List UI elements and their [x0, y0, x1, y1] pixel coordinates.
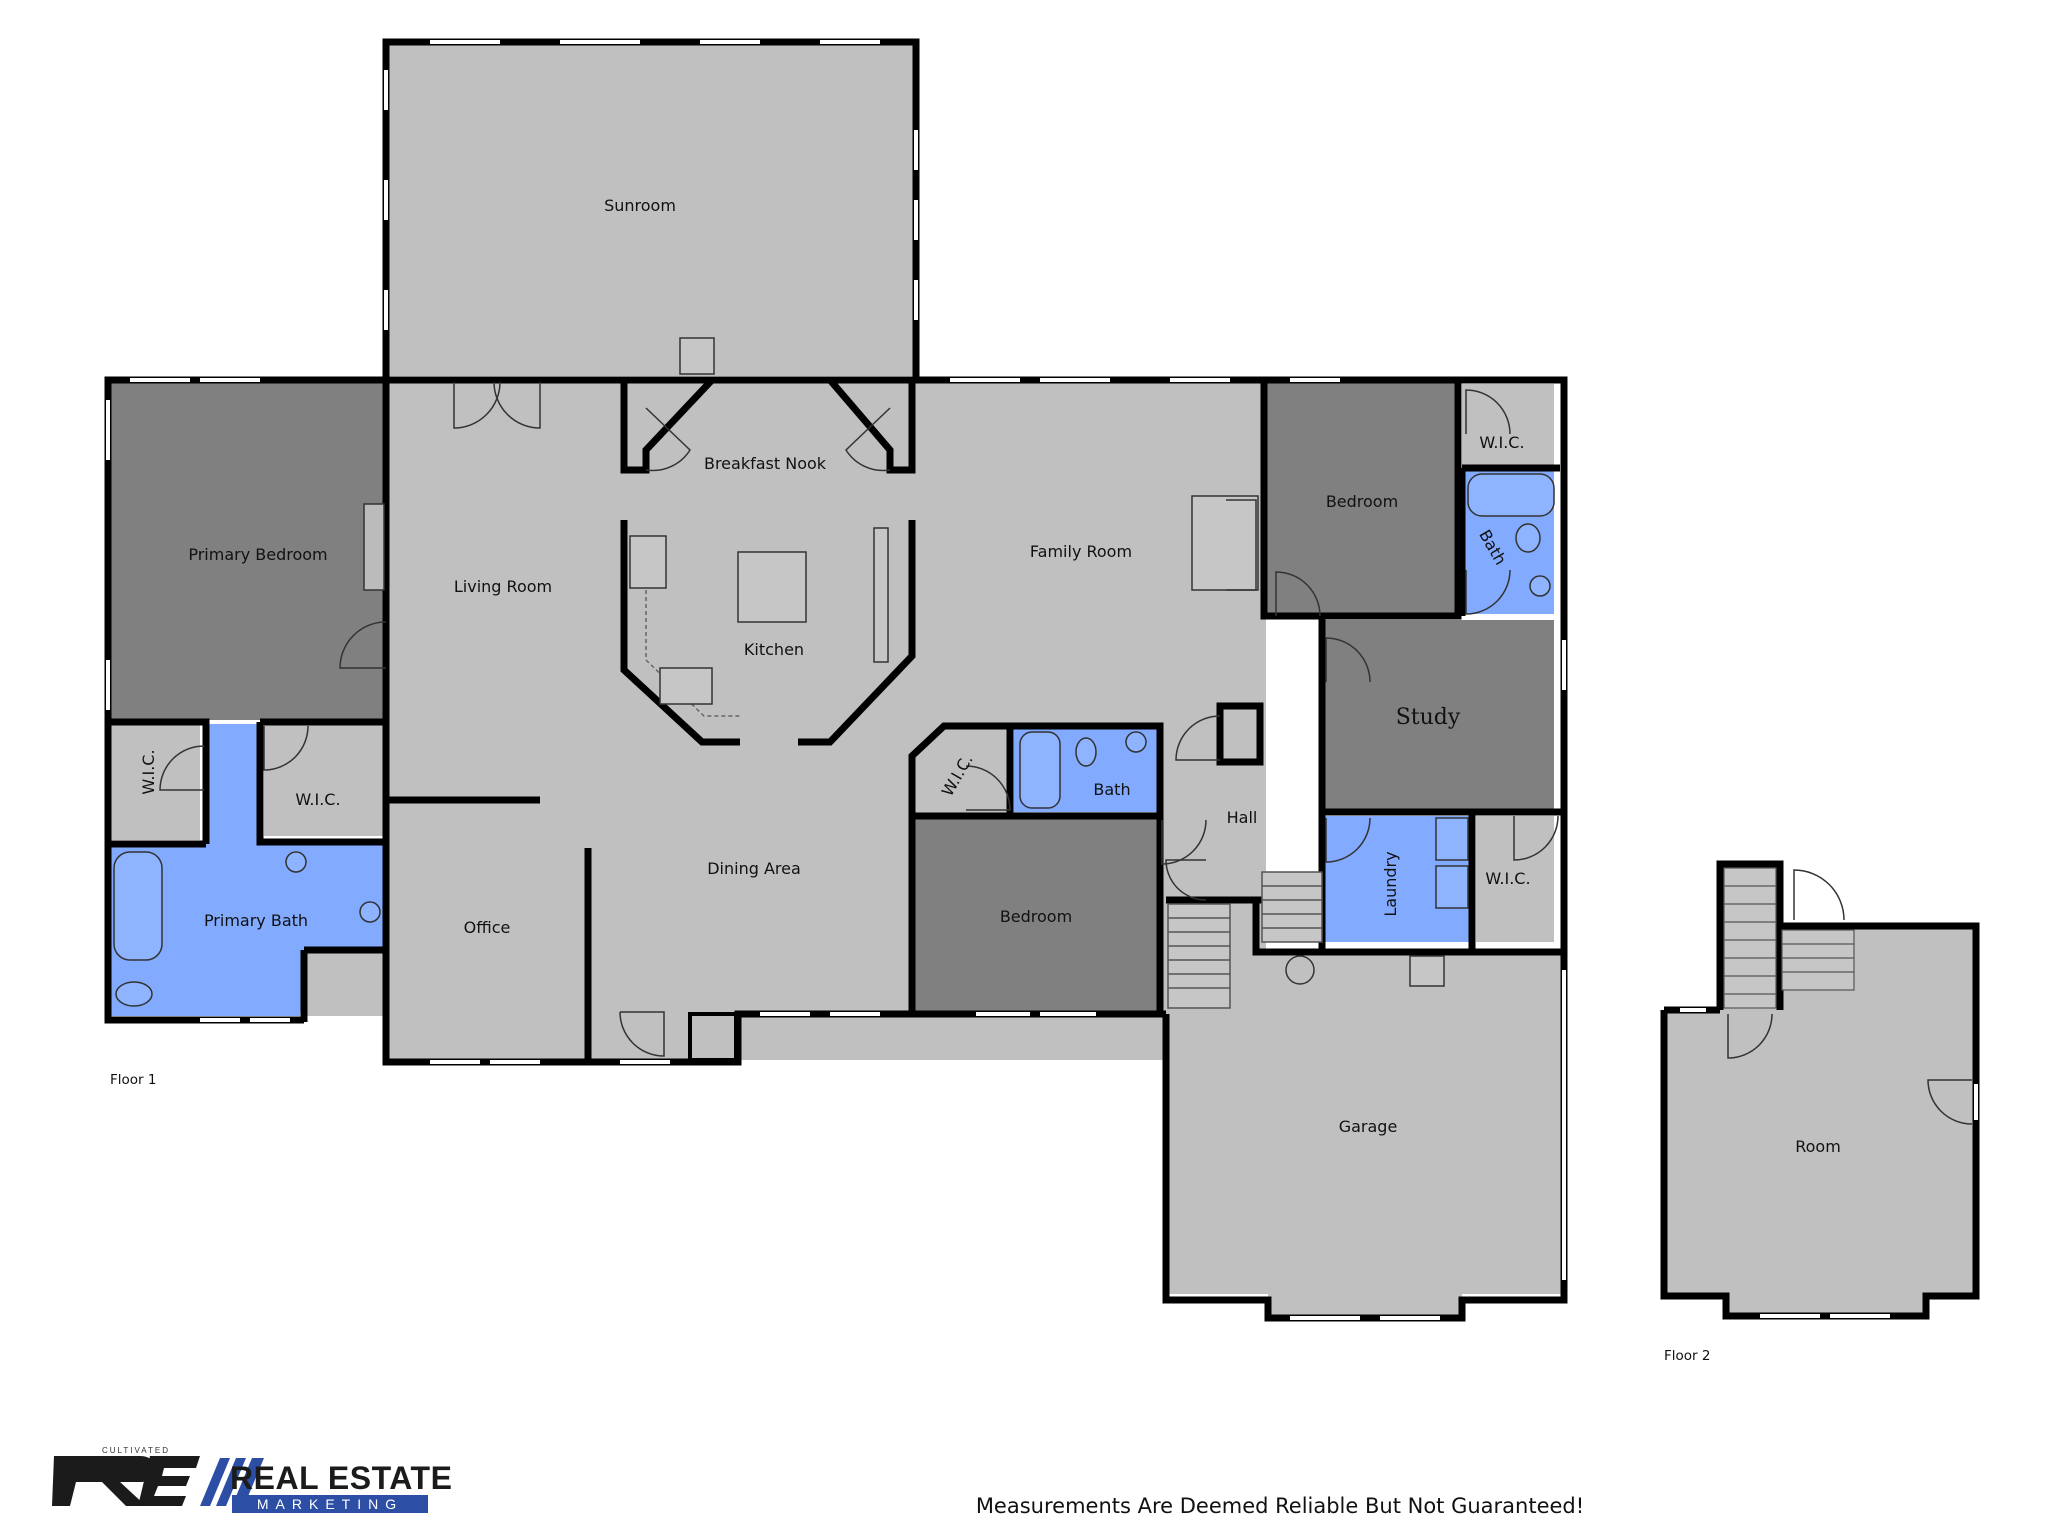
bedroom-center-fill [914, 818, 1160, 1014]
wic-pb-right-fill [264, 724, 386, 836]
label-bath-center: Bath [1093, 780, 1130, 799]
disclaimer: Measurements Are Deemed Reliable But Not… [975, 1494, 1585, 1518]
fixtures [113, 337, 1559, 1062]
label-garage: Garage [1339, 1117, 1398, 1136]
brand-top: CULTIVATED [102, 1446, 171, 1455]
label-living-room: Living Room [454, 577, 552, 596]
label-bedroom-center: Bedroom [1000, 907, 1072, 926]
wic-ne-fill [1462, 384, 1554, 466]
label-wic-pb-left: W.I.C. [139, 749, 158, 794]
floor2-room-fill [1664, 926, 1976, 1316]
water-heater [1285, 955, 1315, 985]
label-dining-area: Dining Area [707, 859, 801, 878]
stairs-f1 [1167, 871, 1323, 1009]
label-office: Office [464, 918, 511, 937]
brand-name: REAL ESTATE [230, 1460, 453, 1496]
floor2-plan [1660, 860, 1980, 1320]
shower-fill [304, 950, 386, 1016]
floor1-label: Floor 1 [110, 1072, 157, 1088]
kitchen-island [737, 551, 807, 623]
label-family-room: Family Room [1030, 542, 1132, 561]
label-wic-laundry: W.I.C. [1485, 869, 1530, 888]
label-wic-ne: W.I.C. [1479, 433, 1524, 452]
label-kitchen: Kitchen [744, 640, 804, 659]
wic-center-fill [916, 726, 1010, 812]
label-bedroom-ne: Bedroom [1326, 492, 1398, 511]
label-wic-pb-right: W.I.C. [295, 790, 340, 809]
windows [106, 40, 1566, 1320]
floor2-label: Floor 2 [1664, 1348, 1711, 1364]
label-sunroom: Sunroom [604, 196, 676, 215]
room-labels: Sunroom Primary Bedroom Living Room Brea… [139, 196, 1841, 1156]
label-room-floor2: Room [1795, 1137, 1841, 1156]
label-hall: Hall [1227, 808, 1258, 827]
label-study: Study [1396, 705, 1461, 730]
label-breakfast-nook: Breakfast Nook [704, 454, 827, 473]
garage-fill [1166, 904, 1564, 1318]
label-primary-bath: Primary Bath [204, 911, 308, 930]
study-fill [1322, 620, 1554, 810]
sunroom-fill [386, 42, 916, 376]
label-primary-bedroom: Primary Bedroom [188, 545, 327, 564]
wic-pb-left-fill [110, 724, 200, 840]
room-fills [110, 42, 1564, 1318]
brand-logo [52, 1456, 264, 1506]
label-laundry: Laundry [1381, 851, 1400, 916]
brand-sub: MARKETING [232, 1495, 428, 1513]
bedroom-ne-fill [1264, 382, 1458, 614]
primary-bath-fill [110, 724, 386, 1016]
wic-laundry-fill [1476, 816, 1554, 942]
